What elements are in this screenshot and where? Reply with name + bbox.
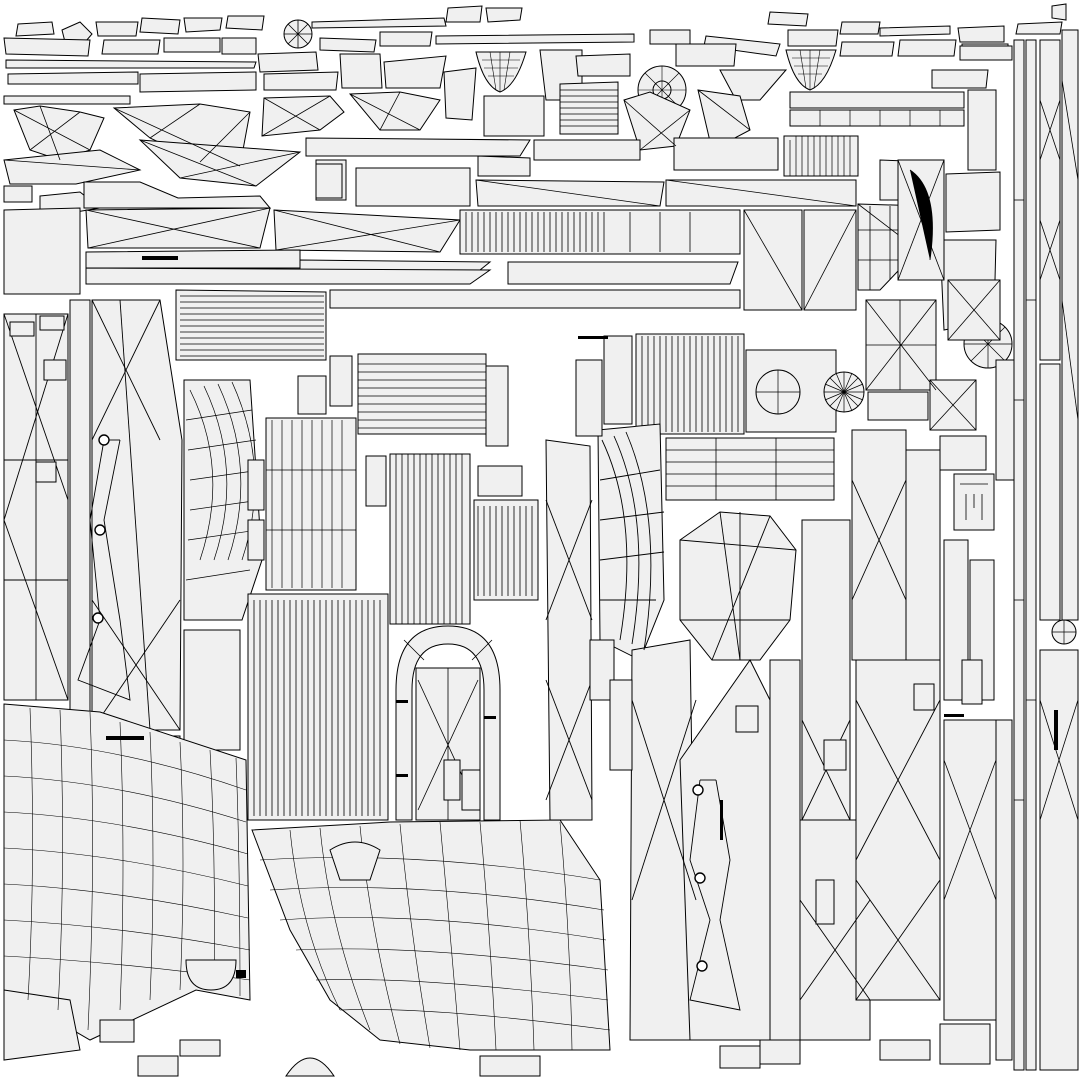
row-two-islands <box>3 29 1013 121</box>
fan-radial-marks <box>284 20 312 48</box>
triangulation-row-three <box>3 89 857 207</box>
right-region-edges <box>865 159 1001 431</box>
stripe-block-row-four <box>85 203 920 357</box>
right-edge-edges <box>943 79 1079 901</box>
island-layer <box>3 3 1079 1077</box>
left-column-islands <box>3 299 357 753</box>
dark-accent-bars <box>106 256 1058 978</box>
scattered-small-islands <box>9 163 991 1077</box>
center-right-edges <box>545 431 941 1011</box>
fan-shapes-bottom <box>185 841 381 1077</box>
left-column-vertex-dots <box>92 434 110 624</box>
right-edge-strips <box>943 29 1079 1071</box>
stripe-block-row-three <box>560 89 941 176</box>
middle-stripe-lines <box>253 336 834 816</box>
round-vent-spokes <box>756 320 1076 644</box>
bottom-left-mesh-lines <box>3 707 611 1051</box>
left-column-edges <box>3 299 181 731</box>
center-right-vertex-dots <box>692 784 708 972</box>
